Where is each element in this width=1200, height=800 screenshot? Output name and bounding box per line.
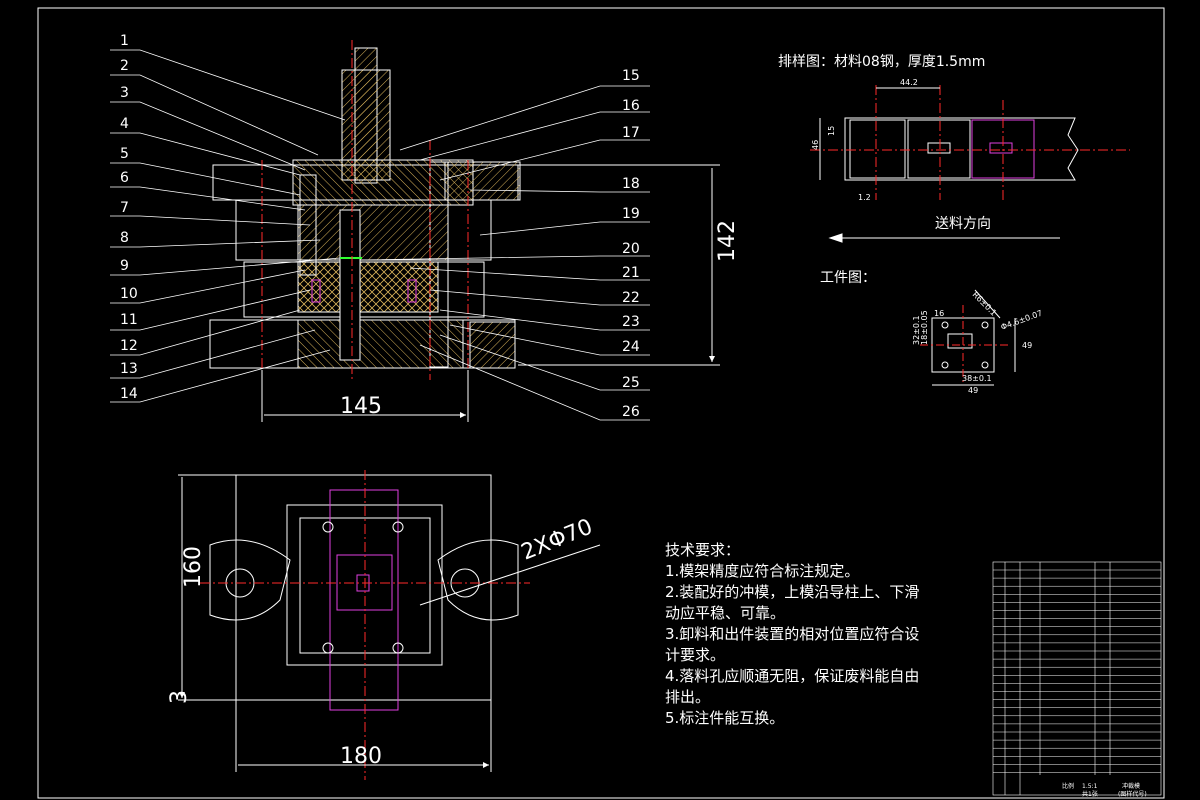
callout-number: 16 <box>622 98 640 114</box>
callout-number: 13 <box>120 361 138 377</box>
drawing-frame <box>37 7 1165 799</box>
callout-number: 24 <box>622 339 640 355</box>
strip-layout-title: 排样图：材料08钢，厚度1.5mm <box>778 54 985 70</box>
callout-number: 19 <box>622 206 640 222</box>
part-pitch-y: 32±0.1 <box>912 315 921 345</box>
tb-scale-label: 比例 <box>1062 782 1074 790</box>
strip-edge: 1.2 <box>858 193 871 202</box>
dim-2x70: 2XΦ70 <box>518 515 596 566</box>
tech-line: 4.落料孔应顺通无阻，保证废料能自由 <box>665 667 919 685</box>
callout-number: 1 <box>120 33 129 49</box>
dim-145: 145 <box>340 394 382 419</box>
callout-number: 5 <box>120 146 129 162</box>
callout-number: 25 <box>622 375 640 391</box>
section-view <box>209 40 720 422</box>
callout-number: 10 <box>120 286 138 302</box>
tech-line: 1.模架精度应符合标注规定。 <box>665 562 859 580</box>
tb-scale: 1.5:1 <box>1082 783 1098 790</box>
callout-number: 12 <box>120 338 138 354</box>
strip-pitch: 44.2 <box>900 78 918 87</box>
tb-sheet: 共1张 <box>1082 790 1098 798</box>
callout-number: 8 <box>120 230 129 246</box>
part-pitch-x: 38±0.1 <box>962 374 992 383</box>
callouts-right: 15 16 17 18 19 20 21 22 23 24 25 26 <box>622 68 640 420</box>
title-block <box>992 561 1162 796</box>
tech-requirements: 技术要求： 1.模架精度应符合标注规定。 2.装配好的冲模，上模沿导柱上、下滑动应… <box>665 541 919 727</box>
workpiece-drawing <box>920 289 1016 386</box>
callout-number: 2 <box>120 58 129 74</box>
callout-number: 4 <box>120 116 129 132</box>
callout-number: 7 <box>120 200 129 216</box>
strip-15: 15 <box>827 126 836 136</box>
tech-line: 5.标注件能互换。 <box>665 709 784 727</box>
tech-line: 2.装配好的冲模，上模沿导柱上、下滑 <box>665 583 919 601</box>
tech-line: 3.卸料和出件装置的相对位置应符合设 <box>665 625 919 643</box>
workpiece-title: 工件图： <box>820 270 876 286</box>
callout-number: 15 <box>622 68 640 84</box>
dim-160: 160 <box>181 546 206 588</box>
part-side: 18±0.05 <box>920 310 929 345</box>
part-h: 49 <box>1022 341 1032 350</box>
callout-number: 9 <box>120 258 129 274</box>
callout-number: 23 <box>622 314 640 330</box>
dim-142: 142 <box>715 220 740 262</box>
part-w: 49 <box>968 386 978 395</box>
dim-180: 180 <box>340 744 382 769</box>
leaders-right <box>359 85 650 421</box>
plan-view <box>178 470 601 780</box>
feed-direction-label: 送料方向 <box>935 216 991 232</box>
callout-number: 11 <box>120 312 138 328</box>
title-block-rows <box>993 569 1161 773</box>
leaders-left <box>110 49 346 403</box>
callout-number: 20 <box>622 241 640 257</box>
tech-title: 技术要求： <box>665 541 740 559</box>
tech-line: 动应平稳、可靠。 <box>665 604 785 622</box>
tb-unit: (图样代号) <box>1118 790 1147 798</box>
tb-drawing-name: 冲裁模 <box>1122 782 1140 790</box>
callout-number: 22 <box>622 290 640 306</box>
callout-number: 26 <box>622 404 640 420</box>
strip-layout-drawing <box>810 85 1130 243</box>
dim-3: 3 <box>167 690 192 704</box>
part-rad: R6±0.1 <box>971 290 999 318</box>
part-left: 16 <box>934 309 944 318</box>
tech-line: 排出。 <box>665 688 710 706</box>
part-hole: Φ4.6±0.07 <box>1000 309 1044 332</box>
callout-number: 3 <box>120 85 129 101</box>
callout-number: 14 <box>120 386 138 402</box>
callout-number: 18 <box>622 176 640 192</box>
callout-number: 6 <box>120 170 129 186</box>
callout-number: 21 <box>622 265 640 281</box>
tech-line: 计要求。 <box>665 646 725 664</box>
callout-number: 17 <box>622 125 640 141</box>
strip-width: 46 <box>811 140 820 150</box>
